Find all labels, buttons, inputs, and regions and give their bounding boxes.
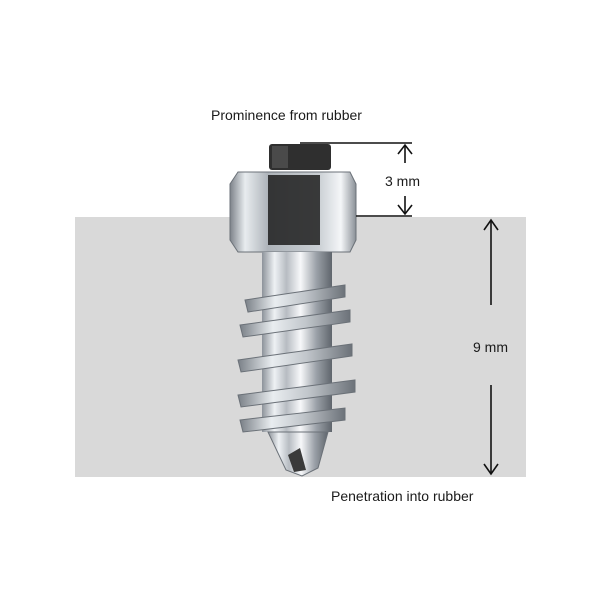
prominence-lower-arrow: [397, 196, 413, 216]
prominence-label: Prominence from rubber: [211, 107, 362, 123]
penetration-dimension-label: 9 mm: [473, 339, 508, 355]
penetration-label: Penetration into rubber: [331, 488, 474, 504]
penetration-lower-arrow: [483, 385, 499, 476]
penetration-upper-arrow: [483, 218, 499, 305]
spike-stud-icon: [229, 144, 357, 477]
prominence-dimension-label: 3 mm: [385, 173, 420, 189]
prominence-upper-arrow: [397, 143, 413, 163]
